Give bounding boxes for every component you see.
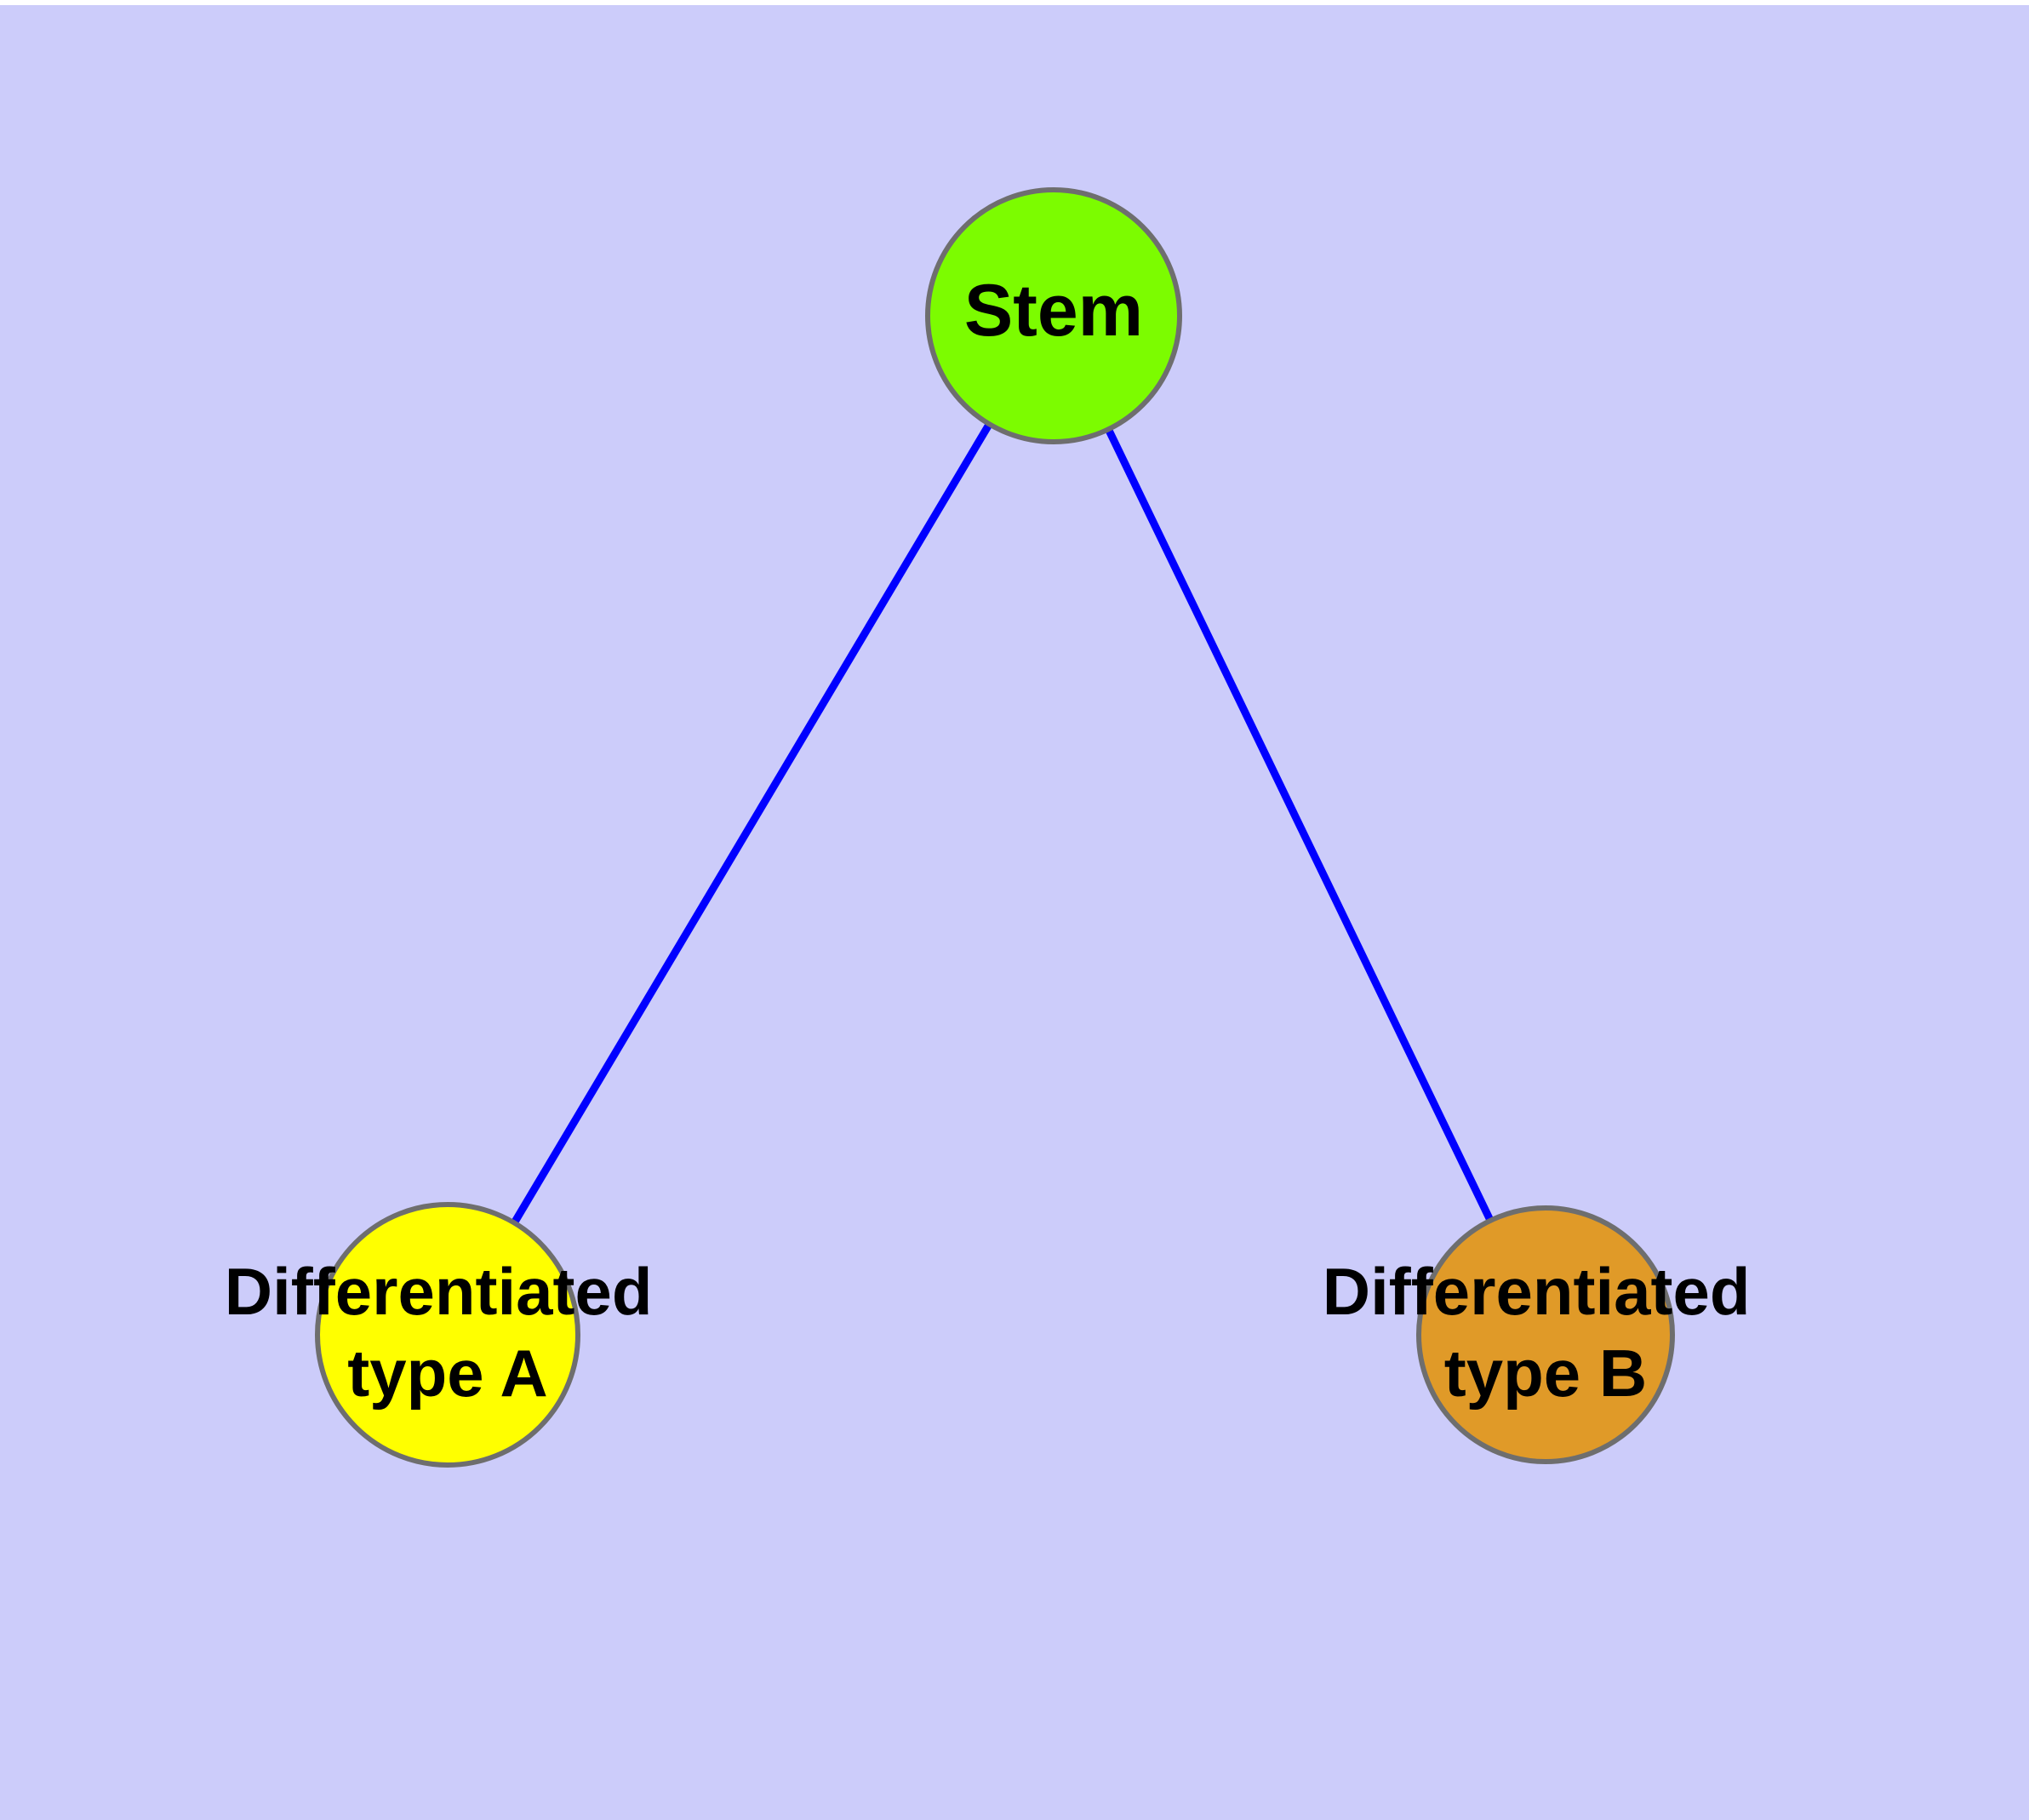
node-stem-label: Stem: [964, 270, 1143, 352]
edge-stem-diff-b[interactable]: [1106, 429, 1494, 1221]
diagram-plot-area: Stem Differentiated type A Differentiate…: [0, 5, 2029, 1820]
node-stem-circle[interactable]: [925, 187, 1182, 444]
node-differentiated-type-b-label-line-1: type B: [1444, 1336, 1647, 1411]
node-differentiated-type-a-circle[interactable]: [315, 1202, 580, 1468]
edge-layer: [512, 423, 1494, 1224]
node-differentiated-type-b-label-line-0: Differentiated: [1323, 1254, 1751, 1329]
node-differentiated-type-a-label-line-1: type A: [347, 1336, 548, 1411]
node-differentiated-type-a-label-line-0: Differentiated: [225, 1254, 653, 1329]
node-differentiated-type-a-label: Differentiated type A: [225, 1254, 671, 1411]
node-differentiated-type-b-label: Differentiated type B: [1323, 1254, 1769, 1411]
node-layer: Stem Differentiated type A Differentiate…: [225, 187, 1769, 1468]
cell-differentiation-graph: Stem Differentiated type A Differentiate…: [225, 187, 1769, 1468]
edge-stem-diff-a[interactable]: [512, 423, 992, 1224]
node-differentiated-type-b[interactable]: Differentiated type B: [1323, 1205, 1769, 1464]
node-stem[interactable]: Stem: [925, 187, 1182, 444]
node-stem-label-line-0: Stem: [964, 270, 1143, 352]
node-differentiated-type-a[interactable]: Differentiated type A: [225, 1202, 671, 1468]
node-differentiated-type-b-circle[interactable]: [1416, 1205, 1675, 1464]
